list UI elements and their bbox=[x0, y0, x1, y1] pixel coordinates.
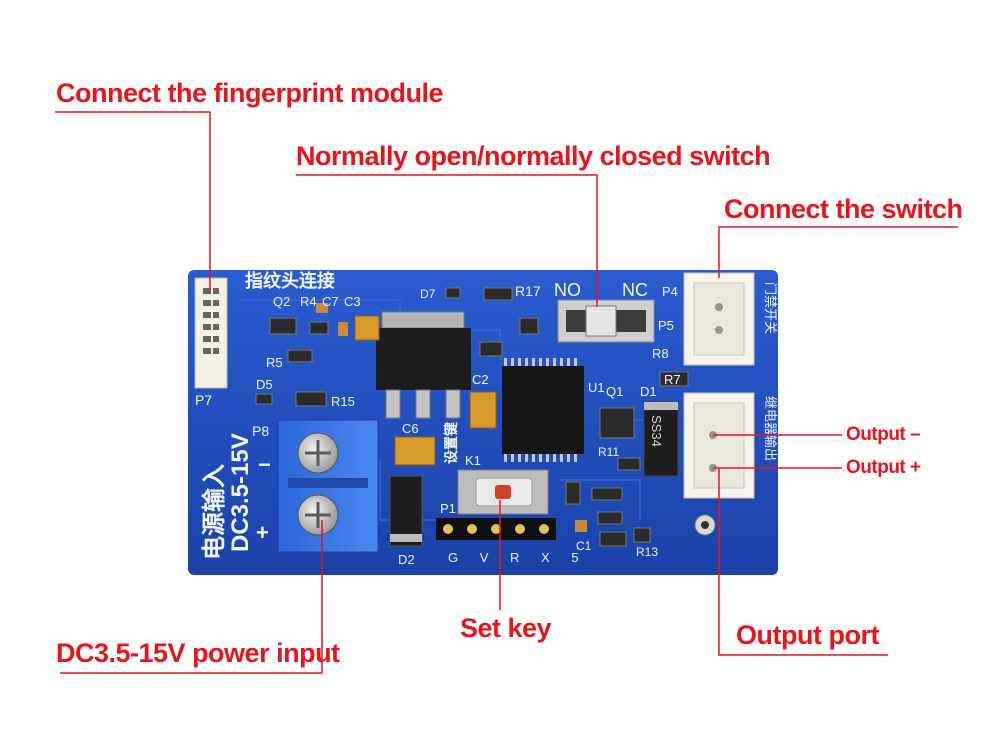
silk-r4: R4 bbox=[300, 294, 317, 309]
silk-output-cn: 继电器输出 bbox=[763, 396, 778, 461]
set-key-button-red bbox=[495, 485, 511, 499]
pin-header-pins bbox=[443, 524, 549, 534]
silk-c7: C7 bbox=[322, 294, 339, 309]
callout-no-nc-switch: Normally open/normally closed switch bbox=[296, 141, 771, 171]
silk-ss34: SS34 bbox=[649, 415, 664, 447]
silk-r11: R11 bbox=[598, 445, 619, 459]
silkscreen-labels: 指纹头连接 P7 Q2 R4 C7 C3 R5 D5 R15 D7 R17 NO… bbox=[195, 270, 778, 567]
silk-c2: C2 bbox=[472, 372, 489, 387]
mounting-hole-center bbox=[701, 521, 709, 529]
silk-u1: U1 bbox=[588, 380, 605, 395]
tantalum-capacitor-c6 bbox=[394, 436, 436, 466]
silk-p5: P5 bbox=[658, 318, 674, 333]
callout-switch: Connect the switch bbox=[724, 194, 963, 224]
silk-d7: D7 bbox=[420, 287, 436, 301]
silk-k1: K1 bbox=[465, 453, 481, 468]
smd-components bbox=[255, 287, 689, 547]
silk-p7: P7 bbox=[195, 392, 212, 408]
silk-q2: Q2 bbox=[273, 294, 290, 309]
ss34-diode-cathode bbox=[644, 402, 678, 410]
silk-d1: D1 bbox=[640, 384, 657, 399]
silk-r13: R13 bbox=[636, 545, 658, 559]
switch-connector-pin bbox=[715, 303, 723, 311]
callout-leader-lines bbox=[55, 111, 958, 674]
tantalum-capacitor-c2 bbox=[469, 391, 497, 429]
switch-connector-inner bbox=[693, 282, 745, 356]
switch-connector-pin bbox=[715, 326, 723, 334]
fingerprint-connector bbox=[194, 277, 228, 389]
silk-d5: D5 bbox=[256, 377, 273, 392]
ss34-diode bbox=[643, 401, 679, 477]
silk-r8: R8 bbox=[652, 346, 669, 361]
regulator-legs bbox=[385, 389, 461, 419]
silk-r17: R17 bbox=[515, 283, 541, 299]
silk-plus: + bbox=[256, 520, 269, 545]
silk-c3: C3 bbox=[344, 294, 361, 309]
leader-power-input bbox=[60, 520, 323, 674]
silk-minus: − bbox=[258, 452, 271, 477]
silk-set-key-cn: 设置键 bbox=[443, 421, 459, 464]
mcu-pins bbox=[504, 358, 577, 462]
callout-output-minus: Output – bbox=[846, 424, 921, 445]
silk-fingerprint-header: 指纹头连接 bbox=[245, 270, 335, 291]
silk-q1: Q1 bbox=[606, 384, 623, 399]
leader-no-nc-switch bbox=[296, 174, 598, 307]
mcu-chip bbox=[502, 366, 584, 454]
regulator-tab bbox=[381, 311, 465, 329]
slide-switch-knob bbox=[585, 305, 617, 337]
silk-r7: R7 bbox=[664, 372, 681, 387]
silk-switch-conn-cn: 门禁开关 bbox=[763, 282, 778, 334]
silk-p8: P8 bbox=[252, 423, 269, 439]
screw-plus-slot bbox=[305, 502, 331, 528]
silk-c1: C1 bbox=[576, 539, 592, 553]
leader-switch bbox=[718, 226, 958, 278]
callout-fingerprint: Connect the fingerprint module bbox=[56, 78, 444, 108]
d2-diode-band bbox=[390, 534, 422, 542]
regulator-body bbox=[376, 328, 471, 390]
silk-r15: R15 bbox=[331, 394, 355, 409]
silk-c6: C6 bbox=[402, 421, 419, 436]
screw-terminal-divider bbox=[288, 478, 368, 488]
screw-minus-slot bbox=[305, 440, 331, 466]
tantalum-capacitor-c3 bbox=[354, 315, 380, 341]
callout-output-plus: Output + bbox=[846, 457, 921, 478]
silk-nc: NC bbox=[622, 280, 648, 300]
fingerprint-connector-pins bbox=[203, 288, 219, 354]
silk-d2: D2 bbox=[398, 552, 415, 567]
silk-pins: G V R X 5 bbox=[448, 550, 588, 565]
callout-output-port: Output port bbox=[736, 620, 879, 650]
silk-power-cn: 电源输入 bbox=[200, 464, 228, 560]
silk-voltage: DC3.5-15V bbox=[227, 433, 254, 552]
leader-fingerprint bbox=[55, 111, 211, 290]
silk-r5: R5 bbox=[266, 355, 283, 370]
silk-p1: P1 bbox=[440, 501, 456, 516]
silk-no: NO bbox=[554, 280, 581, 300]
callout-set-key: Set key bbox=[460, 613, 552, 643]
leader-output-port bbox=[718, 468, 888, 656]
callout-power-input: DC3.5-15V power input bbox=[56, 638, 340, 668]
silk-p4: P4 bbox=[662, 284, 678, 299]
smd-capacitors bbox=[316, 303, 587, 532]
